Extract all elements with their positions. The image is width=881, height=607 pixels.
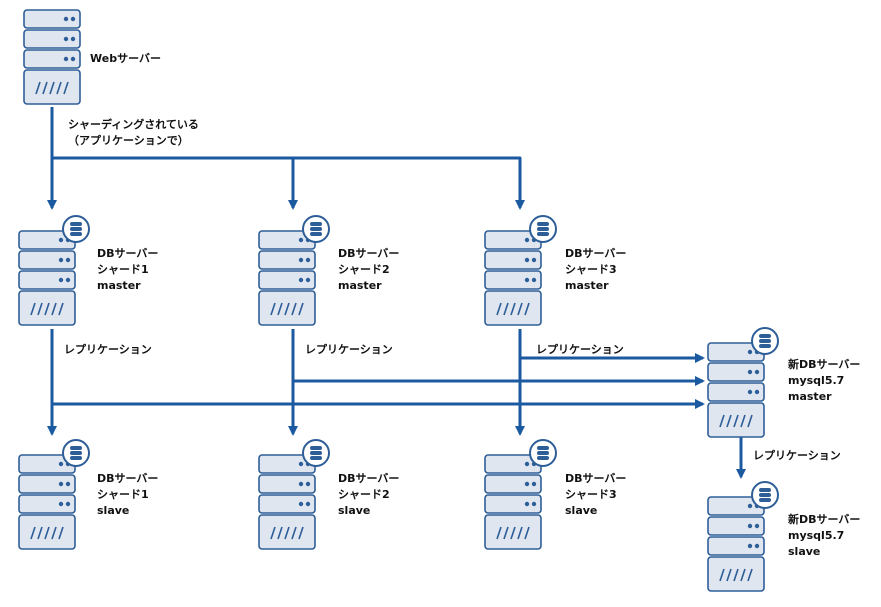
web-server-icon [23, 9, 81, 105]
shard1-slave-line3: slave [97, 504, 130, 517]
web-server-label: Webサーバー [90, 51, 161, 67]
shard2-master-database-icon [302, 215, 330, 243]
shard2-slave-line2: シャード2 [338, 488, 390, 501]
shard2-master-line2: シャード2 [338, 263, 390, 276]
new-slave-line2: mysql5.7 [788, 529, 845, 542]
shard3-slave-line3: slave [565, 504, 598, 517]
shard2-slave-line3: slave [338, 504, 371, 517]
shard2-slave-line1: DBサーバー [338, 472, 400, 485]
shard3-slave-line1: DBサーバー [565, 472, 627, 485]
new-slave-server-icon [707, 496, 765, 592]
sharding-note-line2: （アプリケーションで） [68, 134, 189, 147]
new-master-line2: mysql5.7 [788, 374, 845, 387]
shard3-master-line2: シャード3 [565, 263, 617, 276]
shard1-slave-database-icon [62, 439, 90, 467]
sharding-note-line1: シャーディングされている [68, 118, 199, 131]
new-master-server-icon [707, 342, 765, 438]
shard3-master-label: DBサーバー シャード3 master [565, 246, 626, 294]
new-master-label: 新DBサーバー mysql5.7 master [788, 357, 860, 405]
shard2-replication-label: レプリケーション [305, 343, 393, 356]
new-master-database-icon [751, 327, 779, 355]
shard2-master-line3: master [338, 279, 382, 292]
shard2-slave-database-icon [302, 439, 330, 467]
shard1-master-line2: シャード1 [97, 263, 149, 276]
shard3-master-line1: DBサーバー [565, 247, 627, 260]
shard2-slave-server-icon [258, 454, 316, 550]
web-to-shard3-arrow [293, 156, 525, 210]
new-master-line1: 新DBサーバー [788, 358, 861, 371]
shard3-slave-line2: シャード3 [565, 488, 617, 501]
new-master-line3: master [788, 390, 832, 403]
new-slave-database-icon [751, 481, 779, 509]
shard1-slave-line1: DBサーバー [97, 472, 159, 485]
shard3-replication-label: レプリケーション [536, 343, 624, 356]
shard2-master-label: DBサーバー シャード2 master [338, 246, 399, 294]
new-master-replication-label: レプリケーション [753, 449, 841, 462]
shard3-master-server-icon [484, 230, 542, 326]
shard3-master-line3: master [565, 279, 609, 292]
shard3-slave-label: DBサーバー シャード3 slave [565, 471, 626, 519]
shard1-replication-label: レプリケーション [64, 343, 152, 356]
shard1-master-database-icon [62, 215, 90, 243]
web-server-label-text: Webサーバー [90, 52, 161, 65]
shard1-slave-line2: シャード1 [97, 488, 149, 501]
shard1-master-server-icon [18, 230, 76, 326]
web-to-shard2-arrow [52, 156, 298, 210]
shard3-slave-database-icon [529, 439, 557, 467]
shard1-slave-server-icon [18, 454, 76, 550]
shard3-slave-server-icon [484, 454, 542, 550]
new-slave-line1: 新DBサーバー [788, 513, 861, 526]
shard1-master-line1: DBサーバー [97, 247, 159, 260]
shard2-slave-label: DBサーバー シャード2 slave [338, 471, 399, 519]
shard2-master-line1: DBサーバー [338, 247, 400, 260]
shard1-master-label: DBサーバー シャード1 master [97, 246, 158, 294]
shard1-master-line3: master [97, 279, 141, 292]
new-slave-label: 新DBサーバー mysql5.7 slave [788, 512, 860, 560]
shard3-master-database-icon [529, 215, 557, 243]
sharding-note: シャーディングされている （アプリケーションで） [68, 117, 199, 149]
new-slave-line3: slave [788, 545, 821, 558]
shard1-slave-label: DBサーバー シャード1 slave [97, 471, 158, 519]
shard2-master-server-icon [258, 230, 316, 326]
